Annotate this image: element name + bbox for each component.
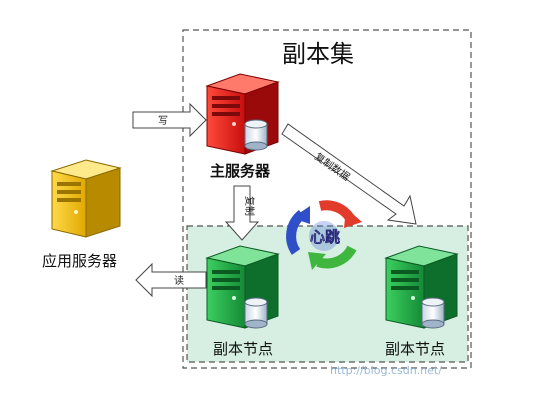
heartbeat-label: 心跳 xyxy=(310,228,340,246)
heartbeat-cycle-icon xyxy=(286,200,362,270)
read-label: 读 xyxy=(174,274,184,287)
application-server-label: 应用服务器 xyxy=(42,252,117,270)
write-arrow-icon xyxy=(132,102,207,138)
primary-disk-icon xyxy=(244,119,268,151)
replica-set-title: 副本集 xyxy=(282,40,354,68)
copy-data-arrow-icon xyxy=(281,123,417,225)
copy-arrow-icon xyxy=(224,185,260,241)
write-label: 写 xyxy=(158,115,168,127)
primary-server-label: 主服务器 xyxy=(210,162,271,180)
secondary-server-2-icon xyxy=(384,245,459,329)
replica-set-boundary xyxy=(182,29,472,369)
application-server-icon xyxy=(50,159,122,238)
secondary-server-1-label: 副本节点 xyxy=(213,340,273,358)
secondary-server-2-label: 副本节点 xyxy=(385,340,445,358)
secondary-disk-1-icon xyxy=(244,297,268,329)
read-arrow-icon xyxy=(135,262,207,298)
watermark-text: http://blog.csdn.net/ xyxy=(330,364,442,377)
secondary-disk-2-icon xyxy=(421,297,445,329)
copy-label: 复制 xyxy=(243,196,256,216)
